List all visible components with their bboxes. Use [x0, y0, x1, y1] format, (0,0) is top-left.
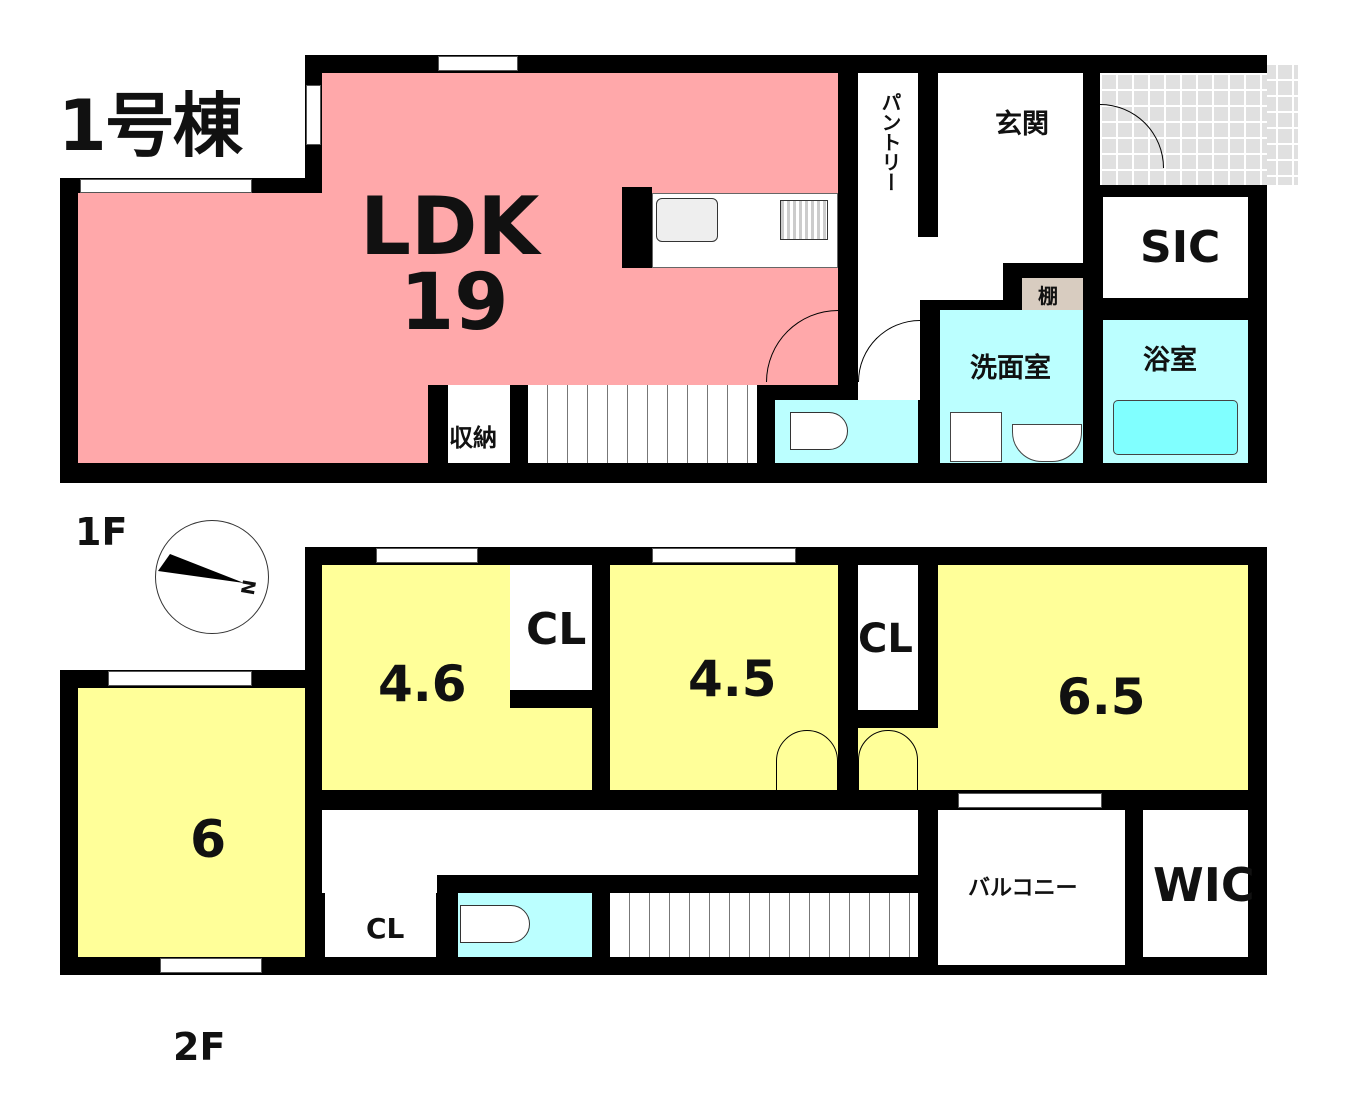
room-6	[78, 688, 305, 957]
window	[108, 671, 252, 686]
stairs-1f	[528, 385, 757, 463]
closet-c	[858, 565, 918, 710]
building-title: 1号棟	[58, 85, 243, 167]
closet-b	[510, 565, 592, 690]
closet-c-label: CL	[858, 616, 913, 662]
wic	[1143, 810, 1248, 957]
entrance-label: 玄関	[995, 109, 1049, 140]
wic-label: WIC	[1153, 858, 1255, 912]
toilet-icon	[460, 905, 530, 943]
closet-a	[325, 893, 436, 957]
compass-arrow-icon	[158, 554, 244, 583]
window	[160, 958, 262, 973]
washroom-label: 洗面室	[970, 353, 1051, 384]
window	[80, 179, 252, 193]
room-6-5-label: 6.5	[1057, 668, 1146, 726]
sic-label: SIC	[1140, 222, 1221, 273]
room-4-5-label: 4.5	[688, 650, 777, 708]
room-4-6-label: 4.6	[378, 655, 467, 713]
closet-a-label: CL	[366, 912, 405, 945]
room-6-5	[938, 565, 1248, 790]
kitchen-wall	[622, 187, 652, 268]
balcony-label: バルコニー	[968, 876, 1078, 901]
bathroom-label: 浴室	[1143, 345, 1197, 376]
floor-1f-label: 1F	[75, 510, 128, 554]
ldk-label: LDK	[360, 180, 540, 273]
stove-icon	[780, 200, 828, 240]
window	[652, 548, 796, 563]
window	[376, 548, 478, 563]
wash-basin	[1012, 424, 1082, 462]
window	[306, 85, 321, 145]
shelf	[1022, 278, 1083, 310]
stairs-2f	[610, 893, 918, 957]
window	[438, 56, 518, 71]
pantry	[858, 73, 918, 237]
washer	[950, 412, 1002, 462]
ldk-size: 19	[400, 258, 509, 348]
room-6-label: 6	[190, 810, 227, 870]
pantry-label: パントリー	[878, 92, 902, 192]
storage	[448, 385, 510, 463]
sic-room	[1103, 197, 1248, 298]
window	[958, 793, 1102, 808]
balcony	[938, 810, 1125, 965]
floor-2f-label: 2F	[173, 1025, 226, 1069]
storage-label: 収納	[449, 424, 497, 452]
toilet-icon	[790, 412, 848, 450]
shelf-label: 棚	[1038, 284, 1058, 308]
closet-b-label: CL	[526, 604, 587, 655]
sink-icon	[656, 198, 718, 242]
compass: N	[155, 520, 269, 634]
bathtub	[1113, 400, 1238, 455]
